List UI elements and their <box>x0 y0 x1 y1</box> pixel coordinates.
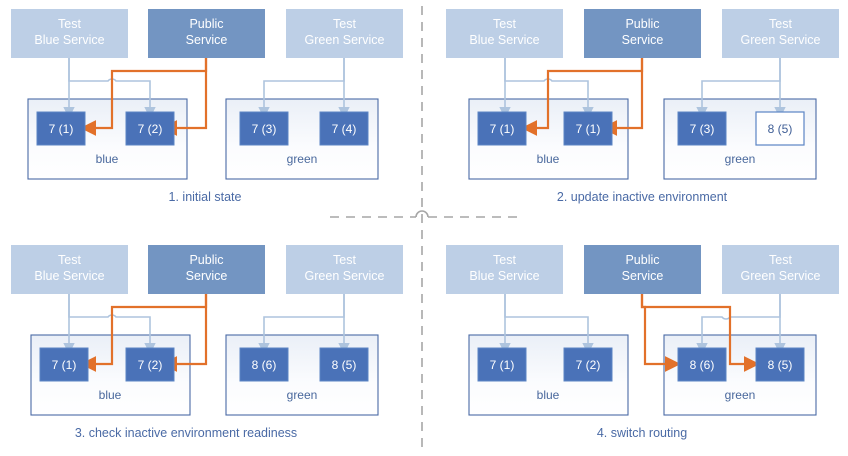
service-test-green-line1: Test <box>333 17 356 31</box>
blue-node-1-label: 7 (1) <box>49 122 74 136</box>
connector-test-blue-to-blue-node-2 <box>504 294 594 355</box>
green-node-2-label: 7 (4) <box>332 122 357 136</box>
service-test-blue-line1: Test <box>58 253 81 267</box>
service-test-green[interactable]: Test Green Service <box>286 9 403 58</box>
blue-node-1-label: 7 (1) <box>490 122 515 136</box>
blue-node-1-label: 7 (1) <box>490 358 515 372</box>
panel-4-caption: 4. switch routing <box>597 426 687 440</box>
green-node-1-label: 8 (6) <box>252 358 277 372</box>
blue-node-2-label: 7 (2) <box>138 358 163 372</box>
service-test-blue[interactable]: Test Blue Service <box>446 9 563 58</box>
blue-node-2[interactable]: 7 (1) <box>563 111 613 146</box>
service-test-green[interactable]: Test Green Service <box>722 9 839 58</box>
green-node-1[interactable]: 7 (3) <box>677 111 727 146</box>
service-test-green-line2: Green Service <box>305 269 385 283</box>
blue-node-1-label: 7 (1) <box>52 358 77 372</box>
blue-node-2[interactable]: 7 (2) <box>125 111 175 146</box>
service-public-line2: Service <box>186 269 228 283</box>
service-public-line1: Public <box>625 253 659 267</box>
service-test-green[interactable]: Test Green Service <box>286 245 403 294</box>
service-public[interactable]: Public Service <box>584 9 701 58</box>
service-test-blue[interactable]: Test Blue Service <box>446 245 563 294</box>
green-node-1[interactable]: 7 (3) <box>239 111 289 146</box>
green-node-1-label: 8 (6) <box>690 358 715 372</box>
service-test-blue-line1: Test <box>58 17 81 31</box>
green-node-2[interactable]: 8 (5) <box>755 347 805 382</box>
panel-1: Test Blue Service Public Service Test Gr… <box>11 9 403 204</box>
connector-public-to-blue-node-2 <box>161 294 208 372</box>
service-test-blue[interactable]: Test Blue Service <box>11 9 128 58</box>
green-node-2-label: 8 (5) <box>768 358 793 372</box>
service-test-blue-line1: Test <box>493 253 516 267</box>
panel-4: Test Blue Service Public Service Test Gr… <box>446 245 839 440</box>
blue-node-2-label: 7 (1) <box>576 122 601 136</box>
connector-public-to-green-node-2 <box>640 294 760 372</box>
service-test-green[interactable]: Test Green Service <box>722 245 839 294</box>
panel-2-caption: 2. update inactive environment <box>557 190 728 204</box>
env-blue-label: blue <box>537 152 560 166</box>
env-blue-label: blue <box>537 388 560 402</box>
divider-hop-arc <box>415 210 429 218</box>
service-public-line1: Public <box>189 253 223 267</box>
green-node-2-label: 8 (5) <box>332 358 357 372</box>
connector-public-to-blue-node-2 <box>601 58 644 136</box>
panel-2: Test Blue Service Public Service Test Gr… <box>446 9 839 204</box>
blue-node-1[interactable]: 7 (1) <box>36 111 86 146</box>
blue-node-2-label: 7 (2) <box>138 122 163 136</box>
blue-node-2[interactable]: 7 (2) <box>125 347 175 382</box>
service-public-line1: Public <box>625 17 659 31</box>
green-node-1[interactable]: 8 (6) <box>677 347 727 382</box>
service-test-blue[interactable]: Test Blue Service <box>11 245 128 294</box>
service-public-line2: Service <box>622 33 664 47</box>
blue-node-1[interactable]: 7 (1) <box>477 111 527 146</box>
service-test-green-line2: Green Service <box>305 33 385 47</box>
service-test-blue-line2: Blue Service <box>469 269 539 283</box>
blue-node-2[interactable]: 7 (2) <box>563 347 613 382</box>
service-test-green-line2: Green Service <box>741 269 821 283</box>
service-public[interactable]: Public Service <box>584 245 701 294</box>
service-public[interactable]: Public Service <box>148 245 265 294</box>
green-node-1-label: 7 (3) <box>690 122 715 136</box>
panel-1-caption: 1. initial state <box>169 190 242 204</box>
service-test-green-line1: Test <box>769 253 792 267</box>
connector-public-to-blue-node-2 <box>161 58 208 136</box>
env-green-label: green <box>287 152 318 166</box>
service-test-blue-line2: Blue Service <box>469 33 539 47</box>
service-test-blue-line1: Test <box>493 17 516 31</box>
service-public[interactable]: Public Service <box>148 9 265 58</box>
panel-3-caption: 3. check inactive environment readiness <box>75 426 297 440</box>
blue-node-1[interactable]: 7 (1) <box>39 347 89 382</box>
green-node-1-label: 7 (3) <box>252 122 277 136</box>
service-test-blue-line2: Blue Service <box>34 269 104 283</box>
green-node-2[interactable]: 8 (5) <box>319 347 369 382</box>
service-public-line2: Service <box>186 33 228 47</box>
env-blue-label: blue <box>99 388 122 402</box>
green-node-1[interactable]: 8 (6) <box>239 347 289 382</box>
connector-test-green-to-green-node-1 <box>696 294 781 355</box>
blue-node-1[interactable]: 7 (1) <box>477 347 527 382</box>
env-blue-label: blue <box>96 152 119 166</box>
service-public-line1: Public <box>189 17 223 31</box>
green-node-2-label: 8 (5) <box>768 122 793 136</box>
env-green-label: green <box>725 388 756 402</box>
service-test-green-line1: Test <box>769 17 792 31</box>
service-public-line2: Service <box>622 269 664 283</box>
env-green-label: green <box>287 388 318 402</box>
service-test-green-line1: Test <box>333 253 356 267</box>
service-test-green-line2: Green Service <box>741 33 821 47</box>
panel-3: Test Blue Service Public Service Test Gr… <box>11 245 403 440</box>
green-node-2[interactable]: 7 (4) <box>319 111 369 146</box>
service-test-blue-line2: Blue Service <box>34 33 104 47</box>
env-green-label: green <box>725 152 756 166</box>
green-node-2[interactable]: 8 (5) <box>755 111 805 146</box>
blue-node-2-label: 7 (2) <box>576 358 601 372</box>
